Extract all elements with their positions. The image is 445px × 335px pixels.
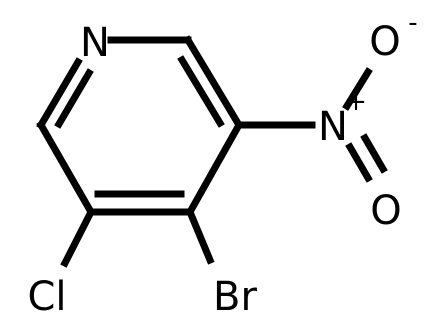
substituent-bonds	[60, 67, 388, 268]
bond-c6-n	[36, 57, 83, 130]
bond-c5-c6	[36, 120, 96, 217]
nitro-nitrogen-label: N	[318, 104, 348, 150]
chlorine-label: Cl	[27, 274, 66, 320]
bond-c5-cl	[60, 207, 96, 268]
bond-c2-c3	[183, 35, 244, 130]
oxygen-top-charge: -	[408, 8, 417, 38]
bond-c4-br	[185, 207, 215, 265]
bond-c6-n-inner	[54, 68, 94, 129]
bond-c3-c4	[185, 120, 244, 217]
bond-nitro-n-o-bottom-b	[360, 133, 388, 174]
ring-nitrogen-label: N	[80, 20, 110, 66]
bromine-label: Br	[213, 274, 257, 320]
bond-nitro-n-o-bottom-a	[345, 142, 373, 183]
oxygen-bottom-label: O	[370, 188, 401, 234]
pyridine-ring	[36, 35, 244, 217]
nitro-nitrogen-charge: +	[345, 87, 367, 117]
bond-nitro-n-o-top	[342, 67, 373, 111]
oxygen-top-label: O	[369, 19, 400, 65]
bond-c2-c3-inner	[177, 55, 225, 128]
